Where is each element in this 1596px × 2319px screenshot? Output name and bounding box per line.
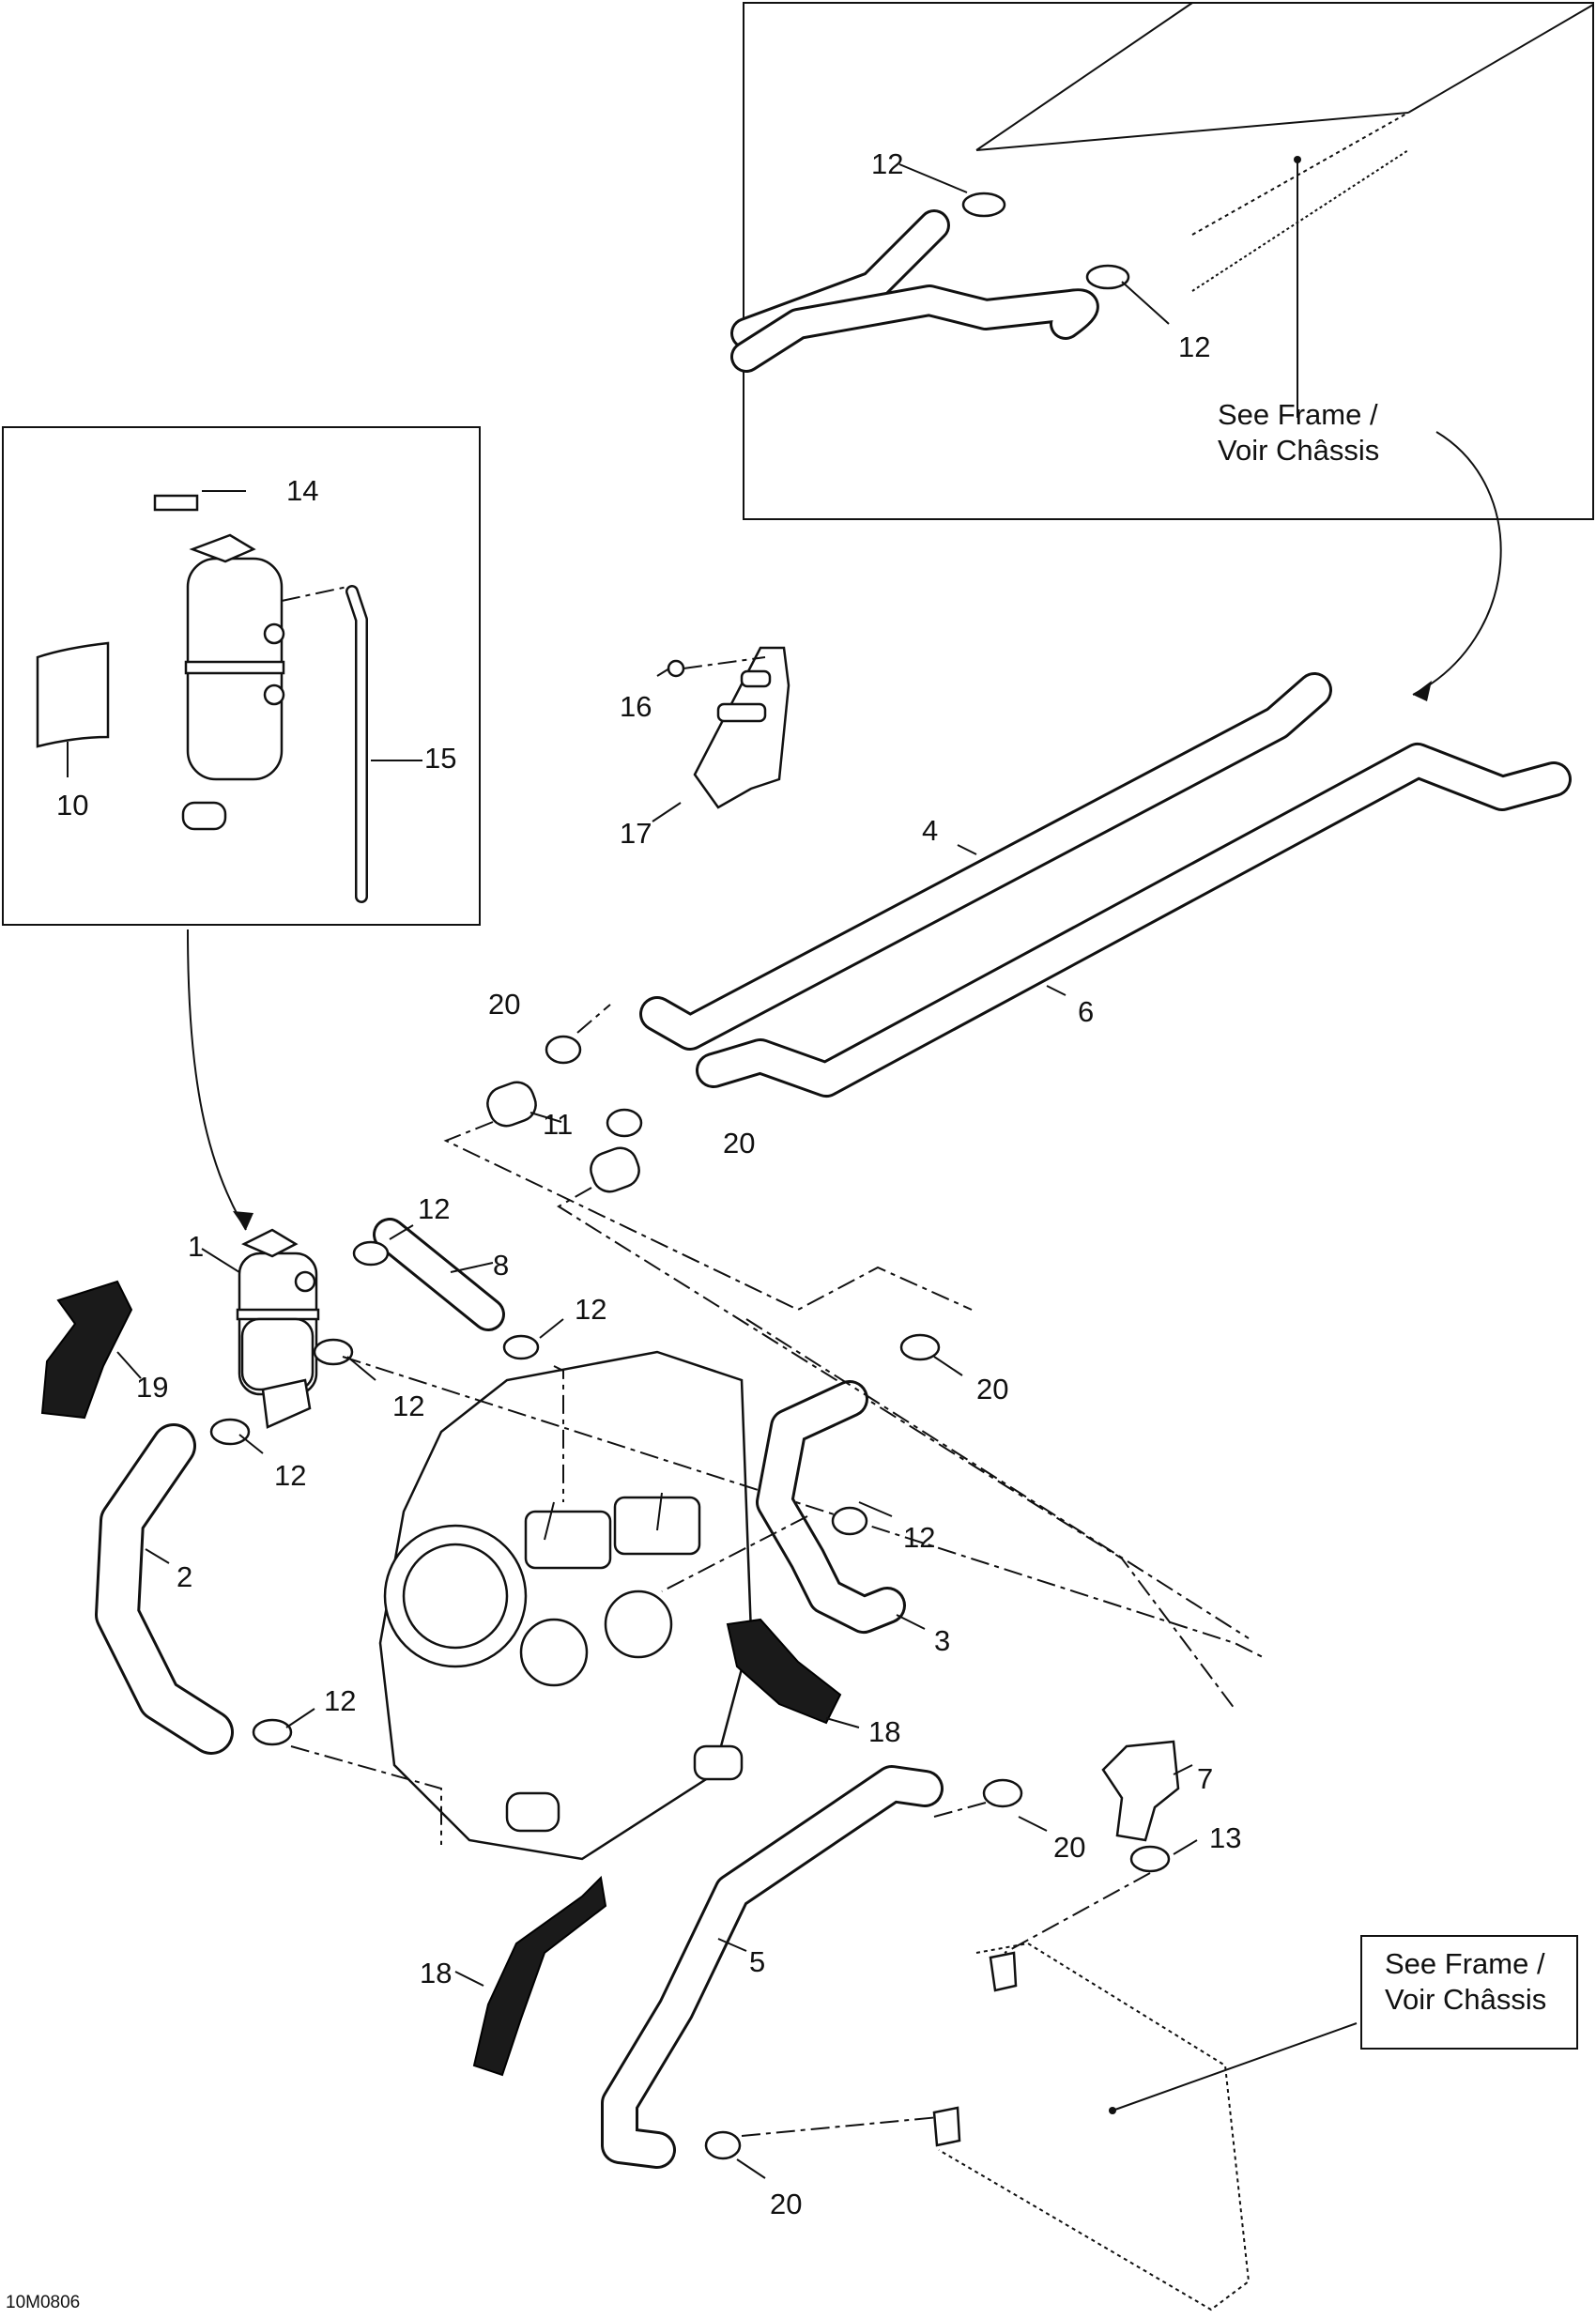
callout-20-top: 20 — [488, 988, 520, 1021]
callout-10: 10 — [56, 789, 88, 822]
see-frame-top-line1: See Frame / — [1218, 398, 1378, 431]
long-pipes — [639, 672, 1572, 1098]
hose-connectors — [443, 1004, 1235, 1710]
hose-8 — [209, 1218, 1264, 1658]
hose-18-lower — [472, 1875, 607, 2077]
callout-13: 13 — [1209, 1821, 1241, 1854]
callout-7: 7 — [1197, 1762, 1213, 1795]
callout-15: 15 — [424, 742, 456, 775]
coolant-reservoir — [201, 1228, 320, 1429]
callout-12-inset-upper: 12 — [871, 147, 903, 180]
callout-20-hose3: 20 — [976, 1373, 1008, 1405]
callout-20-hose5: 20 — [1053, 1831, 1085, 1864]
callout-20-mid: 20 — [723, 1127, 755, 1160]
frame-tunnel — [932, 1935, 1578, 2311]
callout-12-hose2: 12 — [324, 1684, 356, 1717]
callout-12-inset-lower: 12 — [1178, 330, 1210, 363]
callout-20-bottom: 20 — [770, 2188, 802, 2220]
hose-3 — [661, 1318, 1250, 1639]
callout-5: 5 — [749, 1945, 765, 1978]
see-frame-bottom-line2: Voir Châssis — [1385, 1983, 1546, 2016]
callout-12-reservoir-right: 12 — [392, 1390, 424, 1422]
elbow-7 — [1004, 1740, 1198, 1954]
callout-6: 6 — [1078, 995, 1094, 1028]
callout-4: 4 — [922, 814, 938, 847]
callout-2: 2 — [176, 1560, 192, 1593]
bracket-assembly — [652, 646, 790, 822]
inset-frame-connection — [730, 2, 1594, 520]
see-frame-bottom-line1: See Frame / — [1385, 1947, 1545, 1980]
hose-2 — [95, 1423, 442, 1845]
callout-16: 16 — [620, 690, 652, 723]
hose-19 — [40, 1280, 133, 1420]
see-frame-top-line2: Voir Châssis — [1218, 434, 1379, 467]
hose-5 — [601, 1765, 1048, 2179]
inset-coolant-reservoir — [2, 426, 481, 926]
callout-1: 1 — [188, 1230, 204, 1263]
engine — [378, 1350, 753, 1861]
callout-11: 11 — [543, 1108, 573, 1141]
callout-8: 8 — [493, 1249, 509, 1282]
hose-18-upper — [726, 1618, 842, 1725]
callout-14: 14 — [286, 474, 318, 507]
callout-19: 19 — [136, 1371, 168, 1404]
callout-18-upper: 18 — [868, 1715, 900, 1748]
callout-12-hose8-top: 12 — [418, 1192, 450, 1225]
callout-17: 17 — [620, 817, 652, 850]
reference-labels: See Frame / Voir Châssis See Frame / Voi… — [1218, 398, 1546, 2016]
callout-12-hose3: 12 — [903, 1521, 935, 1554]
callout-12-hose8-right: 12 — [575, 1293, 606, 1326]
callout-18-lower: 18 — [420, 1957, 452, 1989]
callout-labels: 1 2 3 4 5 6 7 8 10 11 13 14 15 16 17 19 … — [56, 147, 1241, 2220]
callout-12-reservoir-bottom: 12 — [274, 1459, 306, 1492]
diagram-code: 10M0806 — [6, 2293, 80, 2312]
callout-3: 3 — [934, 1624, 950, 1657]
